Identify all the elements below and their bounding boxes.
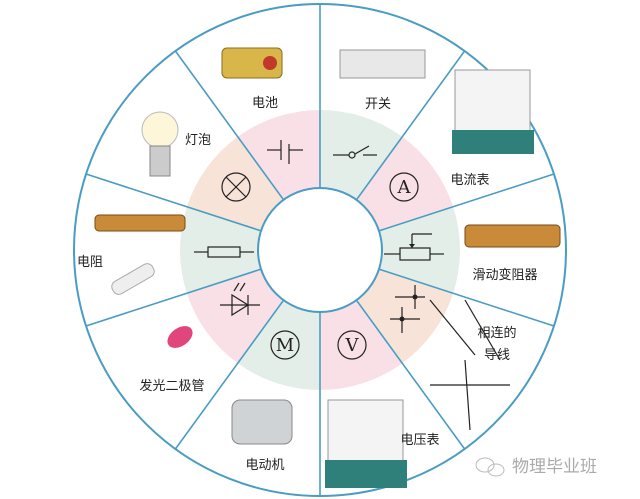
switch-pivot <box>348 151 356 159</box>
label-motor: 电动机 <box>245 458 284 473</box>
symbol-line <box>464 299 501 361</box>
voltmeter-circle <box>337 330 367 360</box>
label-lamp: 灯泡 <box>185 133 211 148</box>
junction-dot <box>412 294 418 300</box>
motor-letter: M <box>276 335 294 356</box>
label-resistor: 电阻 <box>77 255 103 270</box>
symbol-line <box>464 359 471 431</box>
motor-illustration <box>231 399 293 445</box>
sector-divider <box>174 50 285 201</box>
label-switch: 开关 <box>365 97 391 112</box>
wechat-icon <box>475 457 495 473</box>
diode-triangle <box>231 293 250 317</box>
symbol-line <box>239 282 246 292</box>
bulb-base <box>149 145 171 177</box>
label-junction: 导线 <box>484 348 510 363</box>
label-rheostat: 滑动变阻器 <box>472 267 537 283</box>
motor-circle <box>270 330 300 360</box>
rheostat-arrow <box>409 244 415 248</box>
watermark: 物理毕业班 <box>475 457 597 477</box>
junction-dot <box>399 316 405 322</box>
ammeter-base <box>452 130 534 154</box>
symbol-line <box>429 299 476 356</box>
resistor-illustration <box>94 214 186 232</box>
label-ammeter: 电流表 <box>450 173 489 188</box>
bulb-illustration <box>141 111 179 149</box>
voltmeter-letter: V <box>345 335 360 356</box>
ring-sector-resistor <box>180 206 320 294</box>
battery-illustration <box>221 47 283 79</box>
led-symbol-icon <box>220 282 260 317</box>
symbol-line <box>233 282 240 292</box>
ring-sector-rheostat <box>320 206 460 294</box>
sector-divider <box>85 268 262 327</box>
lamp-symbol-icon <box>221 172 251 202</box>
switch-illustration <box>339 49 426 79</box>
sector-divider <box>378 173 555 232</box>
junction-symbol-icon <box>390 285 425 333</box>
sector-divider <box>85 173 262 232</box>
rheostat-symbol-icon <box>384 233 444 261</box>
ammeter-symbol-icon: A <box>389 172 419 202</box>
switch-symbol-icon <box>333 145 377 159</box>
watermark-text: 物理毕业班 <box>512 457 597 477</box>
rheostat-illustration <box>464 224 561 248</box>
symbol-line <box>225 176 247 198</box>
resistor-symbol-icon <box>194 246 254 258</box>
lamp-circle <box>221 172 251 202</box>
label-battery: 电池 <box>252 96 278 111</box>
battery-plus-icon <box>263 56 277 70</box>
resistor-small-illustration <box>111 263 155 295</box>
motor-symbol-icon: M <box>270 330 300 360</box>
label-led: 发光二极管 <box>139 378 204 394</box>
sector-divider <box>378 268 555 327</box>
symbol-line <box>354 145 370 155</box>
wechat-icon <box>487 463 505 477</box>
sector-divider <box>174 299 285 450</box>
ammeter-circle <box>389 172 419 202</box>
sector-divider <box>355 299 466 450</box>
voltmeter-base <box>325 460 407 488</box>
label-junction: 相连的 <box>477 325 516 341</box>
center-circle <box>257 187 383 313</box>
ammeter-letter: A <box>397 177 412 198</box>
led-illustration <box>167 326 193 348</box>
battery-symbol-icon <box>267 140 303 164</box>
label-voltmeter: 电压表 <box>400 433 439 448</box>
sector-divider <box>355 50 466 201</box>
voltmeter-symbol-icon: V <box>337 330 367 360</box>
